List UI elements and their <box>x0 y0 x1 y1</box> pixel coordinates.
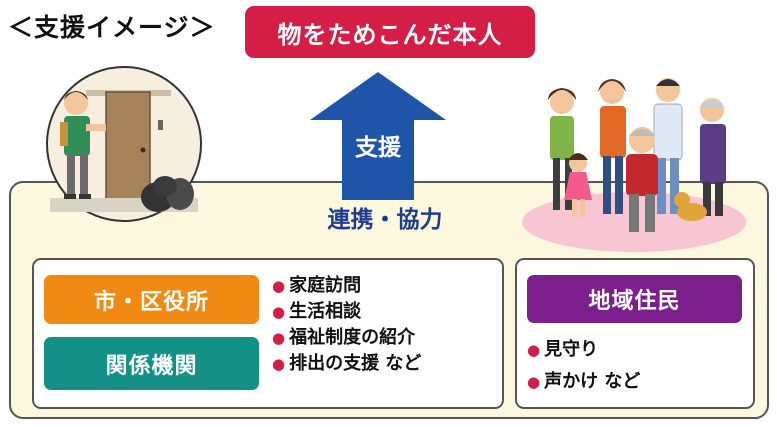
bullet-icon: ● <box>272 355 286 373</box>
list-item: ●見守り <box>527 334 640 366</box>
support-services-list: ●家庭訪問 ●生活相談 ●福祉制度の紹介 ●排出の支援 など <box>272 273 421 377</box>
bullet-icon: ● <box>527 373 541 391</box>
local-residents-tag: 地域住民 <box>527 275 742 323</box>
city-office-tag: 市・区役所 <box>44 275 259 324</box>
collaboration-label: 連携・協力 <box>327 207 443 233</box>
bullet-icon: ● <box>272 303 286 321</box>
list-item: ●家庭訪問 <box>272 273 421 299</box>
bullet-icon: ● <box>527 341 541 359</box>
service-life-consultation: 生活相談 <box>289 301 362 322</box>
list-item: ●福祉制度の紹介 <box>272 325 421 351</box>
residents-illustration <box>522 78 746 252</box>
list-item: ●生活相談 <box>272 299 421 325</box>
service-home-visit: 家庭訪問 <box>289 275 362 296</box>
target-person-box: 物をためこんだ本人 <box>245 6 535 58</box>
home-visit-illustration <box>46 66 202 222</box>
action-watching: 見守り <box>544 339 599 360</box>
bullet-icon: ● <box>272 277 286 295</box>
list-item: ●排出の支援 など <box>272 351 421 377</box>
action-greeting: 声かけ など <box>544 371 641 392</box>
bullet-icon: ● <box>272 329 286 347</box>
resident-actions-list: ●見守り ●声かけ など <box>527 334 640 398</box>
target-person-label: 物をためこんだ本人 <box>277 20 503 49</box>
service-disposal-support: 排出の支援 など <box>289 353 422 374</box>
support-image-title: ＜支援イメージ＞ <box>8 13 216 42</box>
list-item: ●声かけ など <box>527 366 640 398</box>
related-organizations-tag: 関係機関 <box>44 337 259 390</box>
support-arrow-label: 支援 <box>355 135 401 161</box>
service-welfare-introduction: 福祉制度の紹介 <box>289 327 416 348</box>
support-arrow <box>310 72 446 200</box>
